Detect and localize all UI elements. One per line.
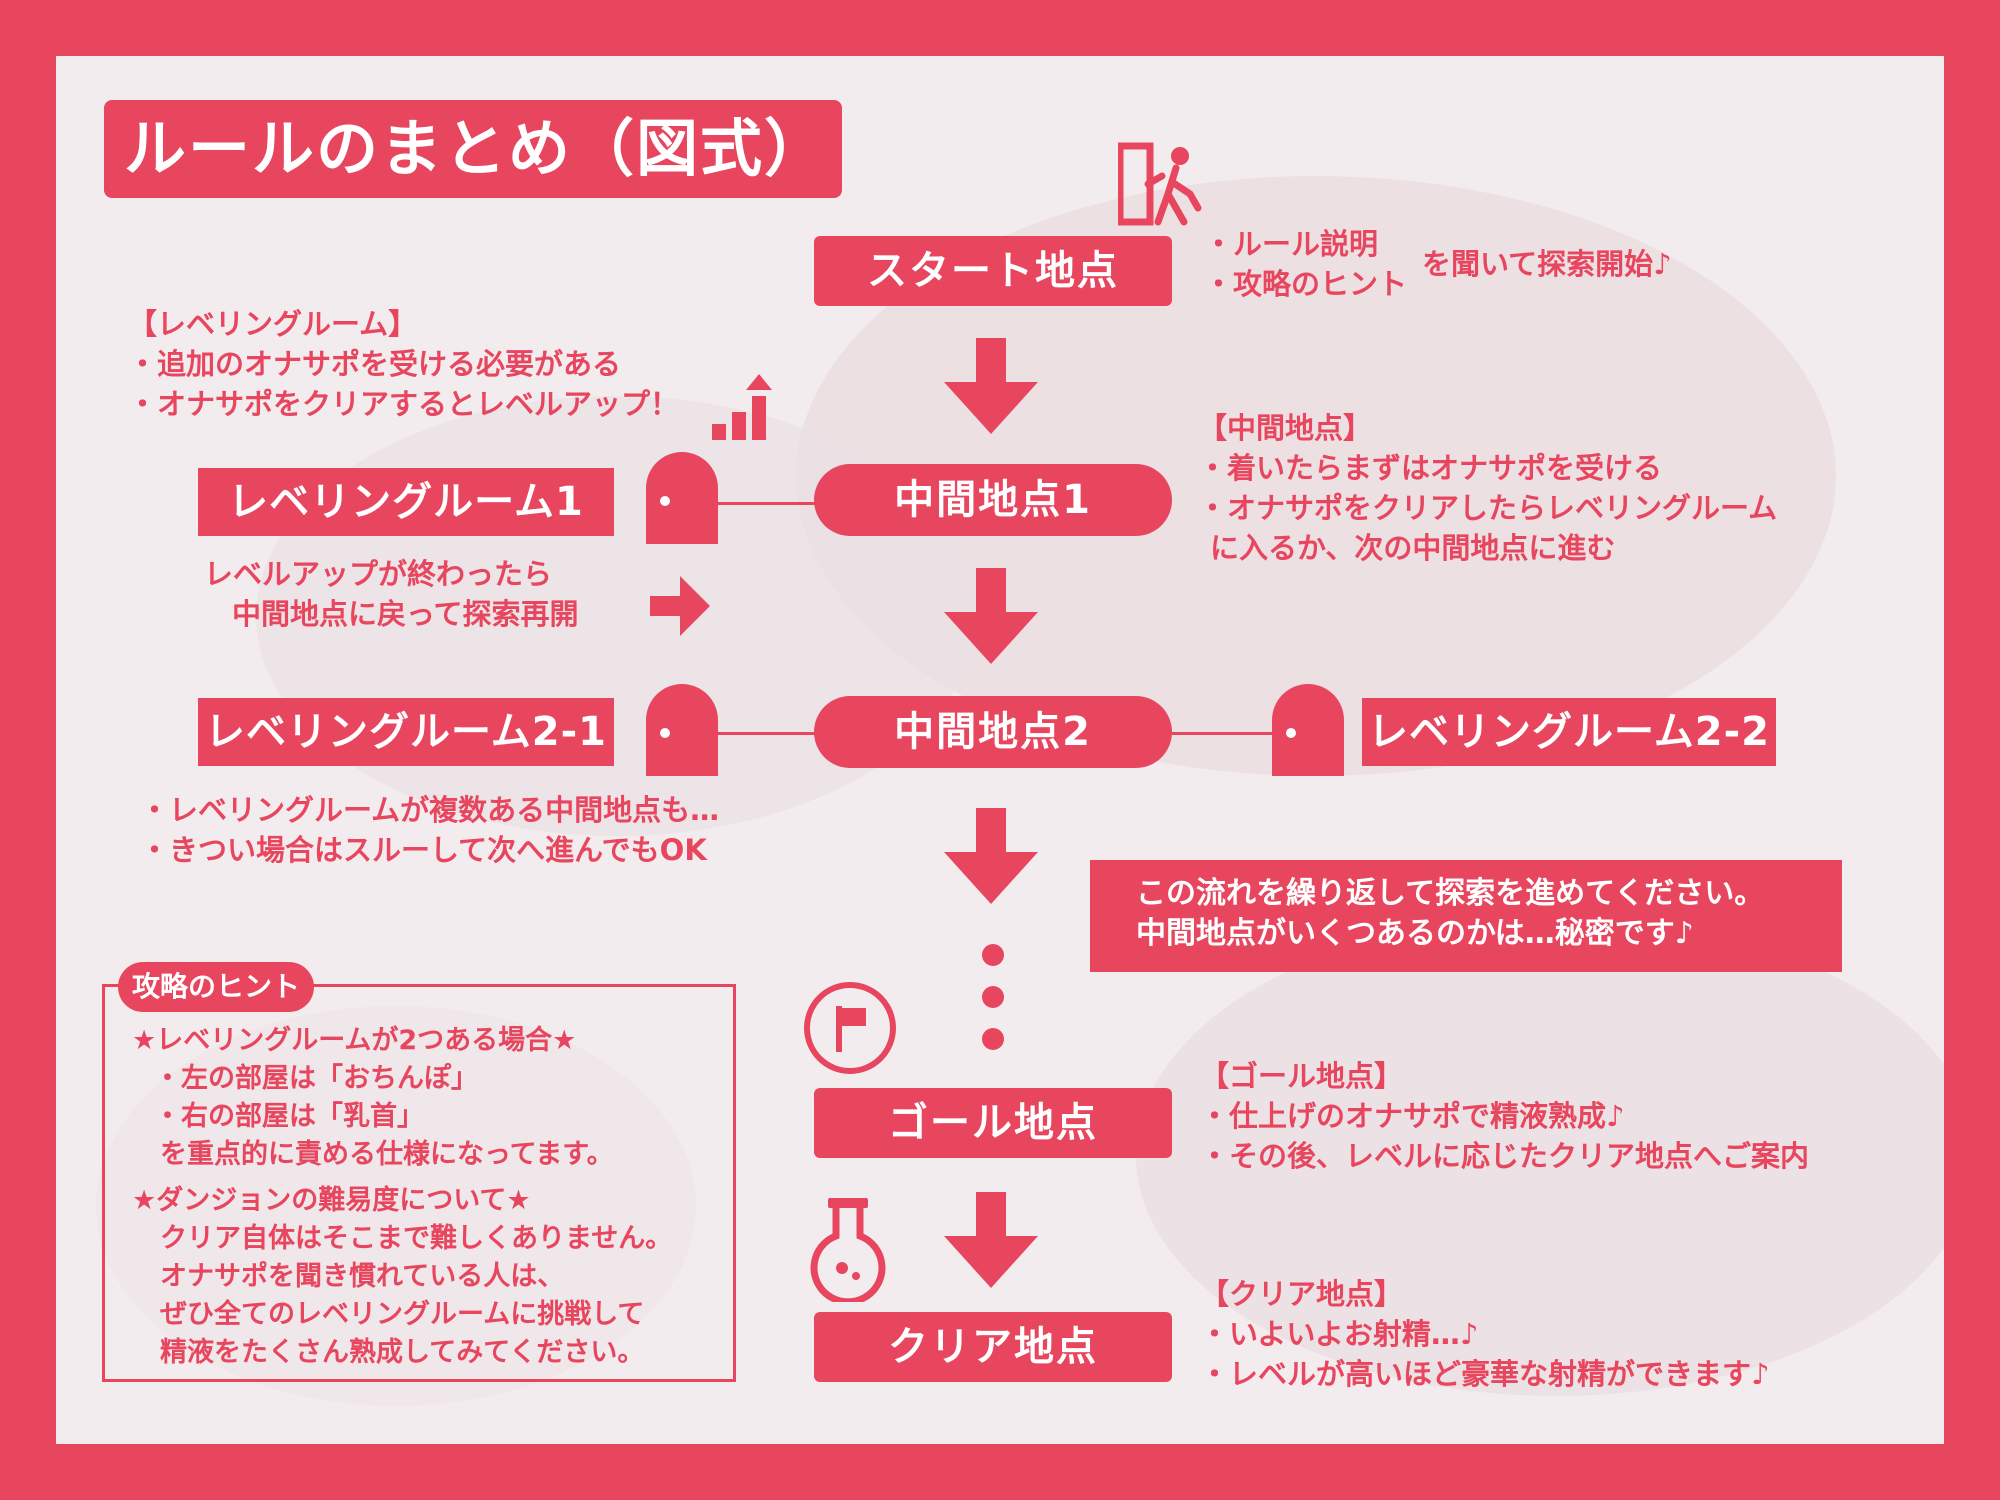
- hint-box: [102, 984, 736, 1382]
- hint-line: 精液をたくさん熟成してみてください。: [160, 1337, 645, 1368]
- door-icon: [646, 452, 718, 544]
- page-title: ルールのまとめ（図式）: [104, 100, 842, 198]
- clear-note-heading: 【クリア地点】: [1200, 1277, 1404, 1311]
- leveling-note: 【レベリングルーム】 ・追加のオナサポを受ける必要がある ・オナサポをクリアする…: [128, 304, 679, 424]
- start-note: ・ルール説明 ・攻略のヒント: [1204, 224, 1407, 304]
- start-node: スタート地点: [814, 236, 1172, 306]
- leveling-note-heading: 【レベリングルーム】: [128, 307, 418, 341]
- start-note-line1: ・ルール説明: [1204, 227, 1379, 261]
- arrow-down-icon: [944, 1192, 1038, 1288]
- arrow-down-icon: [944, 808, 1038, 904]
- flow-message-line2: 中間地点がいくつあるのかは…秘密です♪: [1136, 916, 1694, 951]
- hint-line: クリア自体はそこまで難しくありません。: [160, 1223, 673, 1254]
- mid-note: 【中間地点】 ・着いたらまずはオナサポを受ける ・オナサポをクリアしたらレベリン…: [1198, 408, 1777, 568]
- level-up-icon: [712, 374, 772, 440]
- flow-message-line1: この流れを繰り返して探索を進めてください。: [1136, 876, 1765, 911]
- leveling-room-2-2: レベリングルーム2-2: [1362, 698, 1776, 766]
- leveling-room-2-1: レベリングルーム2-1: [198, 698, 614, 766]
- leveling-note-line2: ・オナサポをクリアするとレベルアップ！: [128, 387, 680, 421]
- start-note-line2: ・攻略のヒント: [1204, 267, 1408, 301]
- connector-line: [1172, 732, 1272, 735]
- mid-note-line1: ・着いたらまずはオナサポを受ける: [1198, 451, 1663, 485]
- arrow-down-icon: [944, 338, 1038, 434]
- diagram-canvas: ルールのまとめ（図式） スタート地点 ・ルール説明 ・攻略のヒント を聞いて探索…: [56, 56, 1944, 1444]
- hint-line: ぜひ全てのレベリングルームに挑戦して: [160, 1299, 645, 1330]
- mid-point-1-node: 中間地点1: [814, 464, 1172, 536]
- clear-note: 【クリア地点】 ・いよいよお射精…♪ ・レベルが高いほど豪華な射精ができます♪: [1200, 1274, 1770, 1394]
- exit-door-icon: [1118, 142, 1202, 226]
- hint-line: オナサポを聞き慣れている人は、: [160, 1261, 565, 1292]
- mid-point-2-node: 中間地点2: [814, 696, 1172, 768]
- flag-icon: [804, 982, 896, 1074]
- hint-line: ★レベリングルームが2つある場合★: [132, 1025, 577, 1056]
- multi-room-note-line1: ・レベリングルームが複数ある中間地点も…: [140, 793, 720, 827]
- connector-line: [718, 732, 818, 735]
- start-note-suffix: を聞いて探索開始♪: [1422, 247, 1672, 281]
- leveling-room-1: レベリングルーム1: [198, 468, 614, 536]
- clear-note-line2: ・レベルが高いほど豪華な射精ができます♪: [1200, 1357, 1770, 1391]
- multi-room-note: ・レベリングルームが複数ある中間地点も… ・きつい場合はスルーして次へ進んでもO…: [140, 790, 719, 870]
- connector-line: [718, 502, 818, 505]
- ellipsis-dot: [982, 1028, 1004, 1050]
- goal-node: ゴール地点: [814, 1088, 1172, 1158]
- goal-note-line2: ・その後、レベルに応じたクリア地点へご案内: [1200, 1139, 1810, 1173]
- multi-room-note-line2: ・きつい場合はスルーして次へ進んでもOK: [140, 833, 707, 867]
- door-icon: [646, 684, 718, 776]
- return-note-line2: 中間地点に戻って探索再開: [232, 597, 579, 631]
- goal-note-heading: 【ゴール地点】: [1200, 1059, 1404, 1093]
- hint-line: ・右の部屋は「乳首」: [154, 1101, 424, 1132]
- arrow-right-icon: [650, 576, 710, 636]
- hint-line: ★ダンジョンの難易度について★: [132, 1185, 531, 1216]
- return-note-line1: レベルアップが終わったら: [204, 557, 553, 591]
- door-icon: [1272, 684, 1344, 776]
- clear-node: クリア地点: [814, 1312, 1172, 1382]
- mid-note-line2: ・オナサポをクリアしたらレベリングルーム: [1198, 491, 1778, 525]
- hint-tab: 攻略のヒント: [118, 962, 314, 1012]
- hint-line: ・左の部屋は「おちんぽ」: [154, 1063, 478, 1094]
- mid-note-line3: に入るか、次の中間地点に進む: [1210, 531, 1616, 565]
- mid-note-heading: 【中間地点】: [1198, 411, 1373, 445]
- flow-message-box: この流れを繰り返して探索を進めてください。 中間地点がいくつあるのかは…秘密です…: [1090, 860, 1842, 972]
- return-note: レベルアップが終わったら 中間地点に戻って探索再開: [204, 554, 579, 634]
- hint-line: を重点的に責める仕様になってます。: [160, 1139, 614, 1170]
- leveling-note-line1: ・追加のオナサポを受ける必要がある: [128, 347, 622, 381]
- clear-note-line1: ・いよいよお射精…♪: [1200, 1317, 1479, 1351]
- flask-icon: [810, 1198, 886, 1302]
- arrow-down-icon: [944, 568, 1038, 664]
- goal-note-line1: ・仕上げのオナサポで精液熟成♪: [1200, 1099, 1625, 1133]
- ellipsis-dot: [982, 944, 1004, 966]
- goal-note: 【ゴール地点】 ・仕上げのオナサポで精液熟成♪ ・その後、レベルに応じたクリア地…: [1200, 1056, 1809, 1176]
- ellipsis-dot: [982, 986, 1004, 1008]
